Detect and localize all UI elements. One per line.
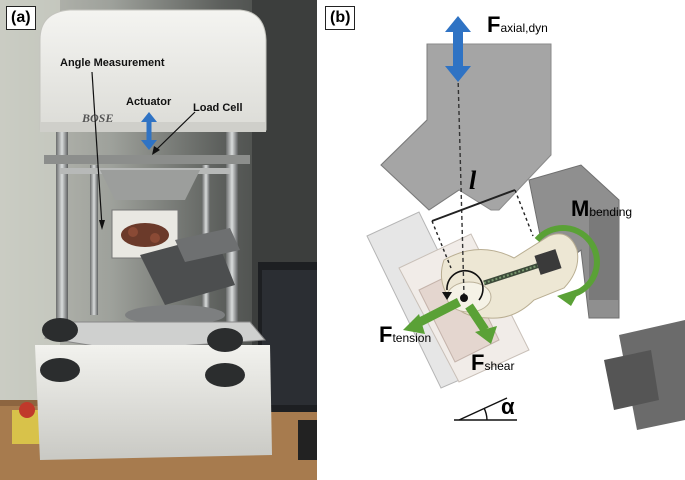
bending-moment-label: Mbending [571,196,632,222]
tension-force-subscript: tension [392,331,432,345]
tension-force-label: Ftension [379,322,431,348]
shear-force-symbol: F [471,350,485,375]
bending-moment-subscript: bending [589,205,633,219]
shear-force-arrow-shaft [465,303,489,333]
schematic-panel-b: (b) Faxial,dyn Mbending Ftension Fshear … [319,0,685,480]
shear-force-arrowhead [475,326,497,344]
tension-force-symbol: F [379,322,393,347]
bending-moment-symbol: M [571,196,590,221]
actuator-arrow-up [141,112,157,122]
angle-arc [483,407,488,421]
actuator-label: Actuator [126,96,172,108]
angle-pointer-line [91,71,103,227]
panel-b-tag: (b) [325,6,356,30]
screw-head-clamp [534,249,562,275]
angle-reference-inclined [458,397,508,421]
axial-force-arrow-shaft [453,30,463,70]
load-cell-pointer-line [155,111,196,151]
length-label: l [469,166,477,195]
tension-force-arrow-shaft [411,297,462,330]
photo-panel-a: BOSE (a) Angle Measurement Actuator Load… [0,0,319,480]
axial-force-arrow-down [445,66,471,82]
specimen [121,223,169,247]
axial-load-line [457,75,465,297]
angle-label: α [501,394,515,419]
axial-force-label: Faxial,dyn [487,12,548,38]
shear-force-subscript: shear [484,359,515,373]
axial-force-arrow-up [445,16,471,32]
actuator-arrow-down [141,140,157,150]
shear-force-label: Fshear [471,350,514,376]
loading-schematic [366,16,685,430]
tension-force-arrowhead [403,314,425,334]
test-machine-photo: BOSE [0,0,317,480]
rotation-indicator [446,270,484,301]
bending-moment-arrowhead [557,288,581,306]
frame-column-left [56,130,68,330]
angle-measurement-label: Angle Measurement [60,57,165,69]
machine-hood [39,9,267,131]
axial-force-symbol: F [487,12,501,37]
length-dimension-line [431,189,516,222]
brand-logo: BOSE [81,111,113,125]
axial-force-subscript: axial,dyn [500,21,548,35]
bending-moment-arc [534,224,600,298]
load-cell-label: Load Cell [193,102,243,114]
center-of-rotation [460,294,468,302]
panel-a-tag: (a) [6,6,36,30]
